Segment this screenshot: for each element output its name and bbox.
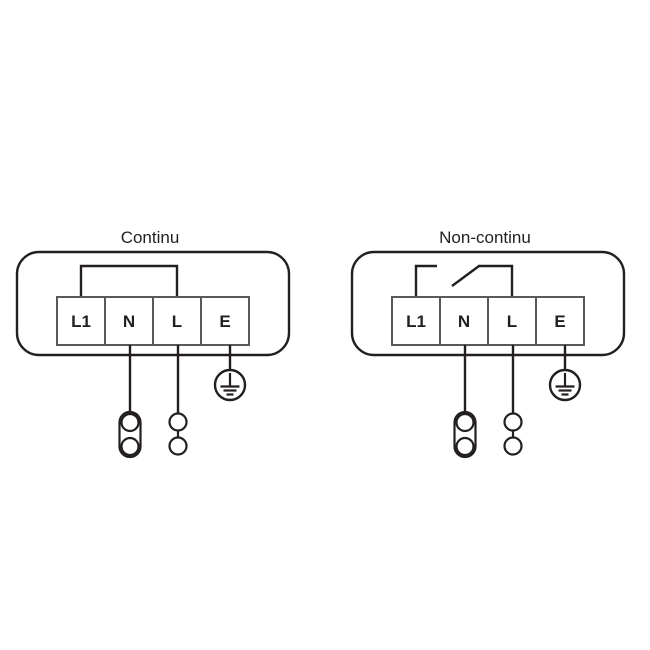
line-connector-circle-top bbox=[168, 412, 188, 432]
switch-right-contact bbox=[478, 264, 514, 297]
line-connector-circle-bottom-nc bbox=[503, 436, 523, 456]
terminal-cell-l1-nc bbox=[391, 296, 441, 346]
terminal-cell-e-nc bbox=[535, 296, 585, 346]
drop-wire-neutral-non-continu bbox=[453, 345, 477, 459]
terminal-label-n: N bbox=[123, 312, 135, 331]
terminal-label-e: E bbox=[219, 312, 230, 331]
earth-symbol-non-continu bbox=[548, 345, 582, 402]
diagram-continu: Continu L1 N L E bbox=[15, 228, 291, 459]
terminal-label-l1-nc: L1 bbox=[406, 312, 426, 331]
line-connector-circle-bottom bbox=[168, 436, 188, 456]
drop-wire-line-continu bbox=[168, 345, 188, 456]
appliance-shell-continu bbox=[15, 250, 291, 357]
drop-wire-neutral-continu bbox=[118, 345, 142, 459]
twin-capsule-circle-top bbox=[120, 412, 140, 433]
terminal-label-n-nc: N bbox=[458, 312, 470, 331]
terminal-cell-n-nc bbox=[439, 296, 489, 346]
terminal-label-l-nc: L bbox=[507, 312, 517, 331]
twin-capsule-circle-top-nc bbox=[455, 412, 475, 433]
twin-capsule-circle-bottom bbox=[120, 436, 140, 457]
terminal-label-l1: L1 bbox=[71, 312, 91, 331]
terminal-cell-l1 bbox=[56, 296, 106, 346]
earth-symbol-continu bbox=[213, 345, 247, 402]
terminal-block-continu: L1 N L E bbox=[56, 296, 250, 346]
appliance-shell-non-continu bbox=[350, 250, 626, 357]
terminal-label-l: L bbox=[172, 312, 182, 331]
drop-wire-line-non-continu bbox=[503, 345, 523, 456]
terminal-label-e-nc: E bbox=[554, 312, 565, 331]
line-connector-circle-top-nc bbox=[503, 412, 523, 432]
switch-blade bbox=[451, 265, 480, 287]
diagram-title-non-continu: Non-continu bbox=[439, 228, 531, 247]
diagram-title-continu: Continu bbox=[121, 228, 180, 247]
switch-link-non-continu bbox=[414, 264, 514, 297]
switch-left-contact bbox=[414, 264, 437, 297]
terminal-cell-e bbox=[200, 296, 250, 346]
jumper-wire-path bbox=[79, 264, 179, 297]
diagram-non-continu: Non-continu L1 N L E bbox=[350, 228, 626, 459]
jumper-link-continu bbox=[79, 264, 179, 297]
twin-capsule-circle-bottom-nc bbox=[455, 436, 475, 457]
terminal-block-non-continu: L1 N L E bbox=[391, 296, 585, 346]
